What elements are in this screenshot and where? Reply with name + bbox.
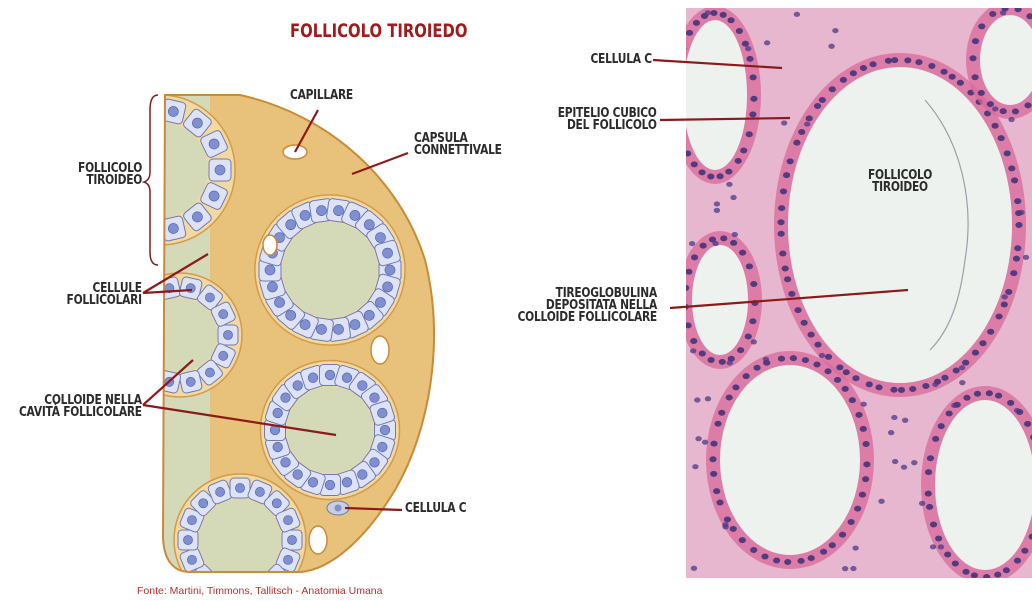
leader-micro-tireoglobulina bbox=[670, 290, 908, 308]
label-capillare: CAPILLARE bbox=[290, 90, 353, 102]
leader-cellule-1 bbox=[143, 254, 208, 293]
leader-capsula bbox=[352, 153, 408, 174]
leader-cellula-c bbox=[345, 508, 402, 510]
leader-colloide-2 bbox=[143, 405, 336, 435]
label-micro-follicolo-tiroideo: FOLLICOLOTIROIDEO bbox=[863, 170, 937, 194]
leader-cellule-2 bbox=[143, 290, 192, 293]
label-capsula-connettivale: CAPSULACONNETTIVALE bbox=[414, 133, 502, 157]
leader-colloide-1 bbox=[143, 360, 193, 405]
label-micro-epitelio-cubico: EPITELIO CUBICODEL FOLLICOLO bbox=[558, 108, 657, 132]
leader-micro-cellula-c bbox=[653, 60, 782, 68]
label-cellula-c-illustration: CELLULA C bbox=[405, 503, 466, 515]
label-cellule-follicolari: CELLULEFOLLICOLARI bbox=[67, 283, 142, 307]
leader-micro-epitelio bbox=[660, 118, 790, 120]
label-micro-cellula-c: CELLULA C bbox=[591, 54, 652, 66]
leader-capillare bbox=[295, 110, 318, 152]
